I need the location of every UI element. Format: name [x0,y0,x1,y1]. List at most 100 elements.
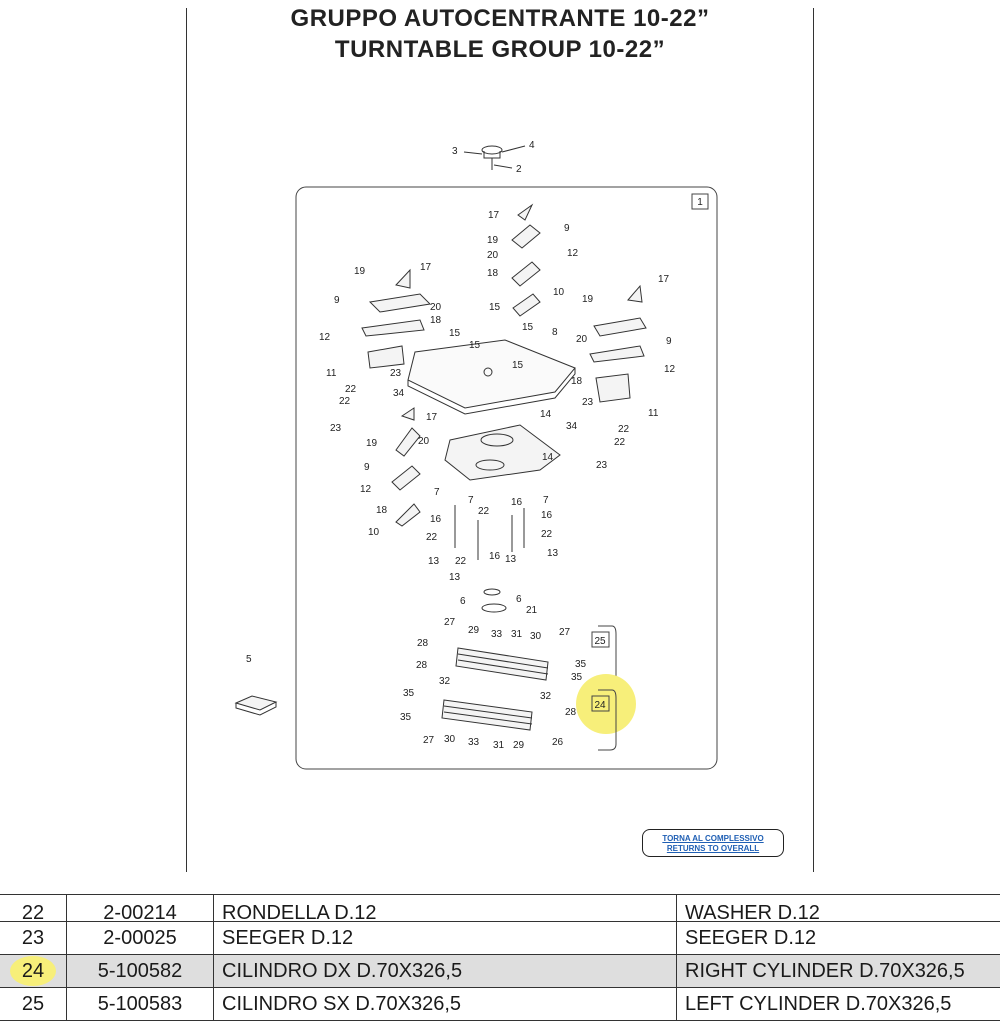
svg-text:31: 31 [493,740,505,751]
svg-text:17: 17 [488,210,500,221]
frame-number: 1 [697,197,703,208]
svg-text:11: 11 [648,408,659,419]
cell-desc-it: RONDELLA D.12 [214,895,677,922]
svg-text:26: 26 [552,737,564,748]
svg-text:19: 19 [354,266,366,277]
svg-text:14: 14 [540,409,552,420]
svg-text:33: 33 [468,737,480,748]
sub-group-label-24: 24 [594,700,606,711]
svg-text:28: 28 [416,660,428,671]
svg-text:11: 11 [326,368,337,379]
svg-text:14: 14 [542,452,554,463]
svg-text:18: 18 [376,505,388,516]
cell-desc-en: LEFT CYLINDER D.70X326,5 [677,988,1000,1021]
svg-text:34: 34 [566,421,578,432]
svg-text:35: 35 [400,712,412,723]
svg-text:15: 15 [512,360,524,371]
turntable-plate [408,340,575,414]
svg-text:19: 19 [582,294,594,305]
svg-text:33: 33 [491,629,503,640]
svg-text:13: 13 [449,572,461,583]
svg-text:4: 4 [529,140,535,151]
pedal-part [236,696,276,715]
svg-text:2: 2 [516,164,522,175]
svg-text:22: 22 [478,506,490,517]
svg-text:9: 9 [666,336,672,347]
svg-text:15: 15 [522,322,534,333]
svg-text:17: 17 [658,274,670,285]
cylinder-right [442,700,532,730]
table-row: 25 5-100583 CILINDRO SX D.70X326,5 LEFT … [0,988,1000,1021]
cylinder-left [456,648,548,680]
svg-text:9: 9 [334,295,340,306]
svg-text:34: 34 [393,388,405,399]
svg-text:16: 16 [430,514,442,525]
svg-text:22: 22 [455,556,467,567]
svg-text:6: 6 [516,594,522,605]
svg-text:35: 35 [571,672,583,683]
svg-text:16: 16 [511,497,523,508]
cell-code: 2-00025 [67,922,214,955]
jaw-top [512,205,540,316]
return-label-italian[interactable]: TORNA AL COMPLESSIVO [643,834,783,844]
svg-text:20: 20 [487,250,499,261]
svg-text:23: 23 [596,460,608,471]
svg-text:27: 27 [559,627,571,638]
lower-washers [482,589,506,612]
svg-text:3: 3 [452,146,458,157]
jaw-bottom [392,408,420,526]
svg-text:9: 9 [364,462,370,473]
svg-text:16: 16 [541,510,553,521]
svg-text:35: 35 [403,688,415,699]
table-row-highlighted: 24 5-100582 CILINDRO DX D.70X326,5 RIGHT… [0,955,1000,988]
jaw-right [590,286,646,402]
svg-text:12: 12 [360,484,372,495]
svg-text:35: 35 [575,659,587,670]
cell-pos: 24 [0,955,67,988]
cell-desc-it: SEEGER D.12 [214,922,677,955]
svg-text:7: 7 [468,495,474,506]
svg-text:23: 23 [330,423,342,434]
sub-group-label-25: 25 [594,636,606,647]
cell-code: 5-100583 [67,988,214,1021]
cell-desc-it: CILINDRO SX D.70X326,5 [214,988,677,1021]
cell-desc-en: WASHER D.12 [677,895,1000,922]
svg-text:16: 16 [489,551,501,562]
cell-pos: 22 [0,895,67,922]
svg-text:20: 20 [430,302,442,313]
return-to-overall-button[interactable]: TORNA AL COMPLESSIVO RETURNS TO OVERALL [642,829,784,857]
table-row: 23 2-00025 SEEGER D.12 SEEGER D.12 [0,922,1000,955]
svg-text:28: 28 [565,707,577,718]
svg-text:22: 22 [618,424,630,435]
svg-text:22: 22 [426,532,438,543]
svg-text:30: 30 [530,631,542,642]
return-label-english[interactable]: RETURNS TO OVERALL [643,844,783,854]
svg-text:15: 15 [449,328,461,339]
svg-text:22: 22 [541,529,553,540]
svg-text:7: 7 [543,495,549,506]
svg-text:22: 22 [614,437,626,448]
svg-text:22: 22 [345,384,357,395]
svg-text:23: 23 [582,397,594,408]
svg-text:20: 20 [576,334,588,345]
svg-text:19: 19 [366,438,378,449]
svg-text:32: 32 [540,691,552,702]
svg-text:27: 27 [423,735,435,746]
svg-text:5: 5 [246,654,252,665]
svg-text:17: 17 [426,412,438,423]
svg-text:17: 17 [420,262,432,273]
svg-text:18: 18 [487,268,499,279]
svg-text:13: 13 [547,548,559,559]
svg-text:12: 12 [319,332,331,343]
svg-text:15: 15 [489,302,501,313]
svg-text:13: 13 [505,554,517,565]
cell-desc-en: RIGHT CYLINDER D.70X326,5 [677,955,1000,988]
svg-text:21: 21 [526,605,538,616]
svg-text:18: 18 [430,315,442,326]
svg-text:19: 19 [487,235,499,246]
svg-text:30: 30 [444,734,456,745]
svg-text:32: 32 [439,676,451,687]
svg-text:22: 22 [339,396,351,407]
cell-desc-en: SEEGER D.12 [677,922,1000,955]
